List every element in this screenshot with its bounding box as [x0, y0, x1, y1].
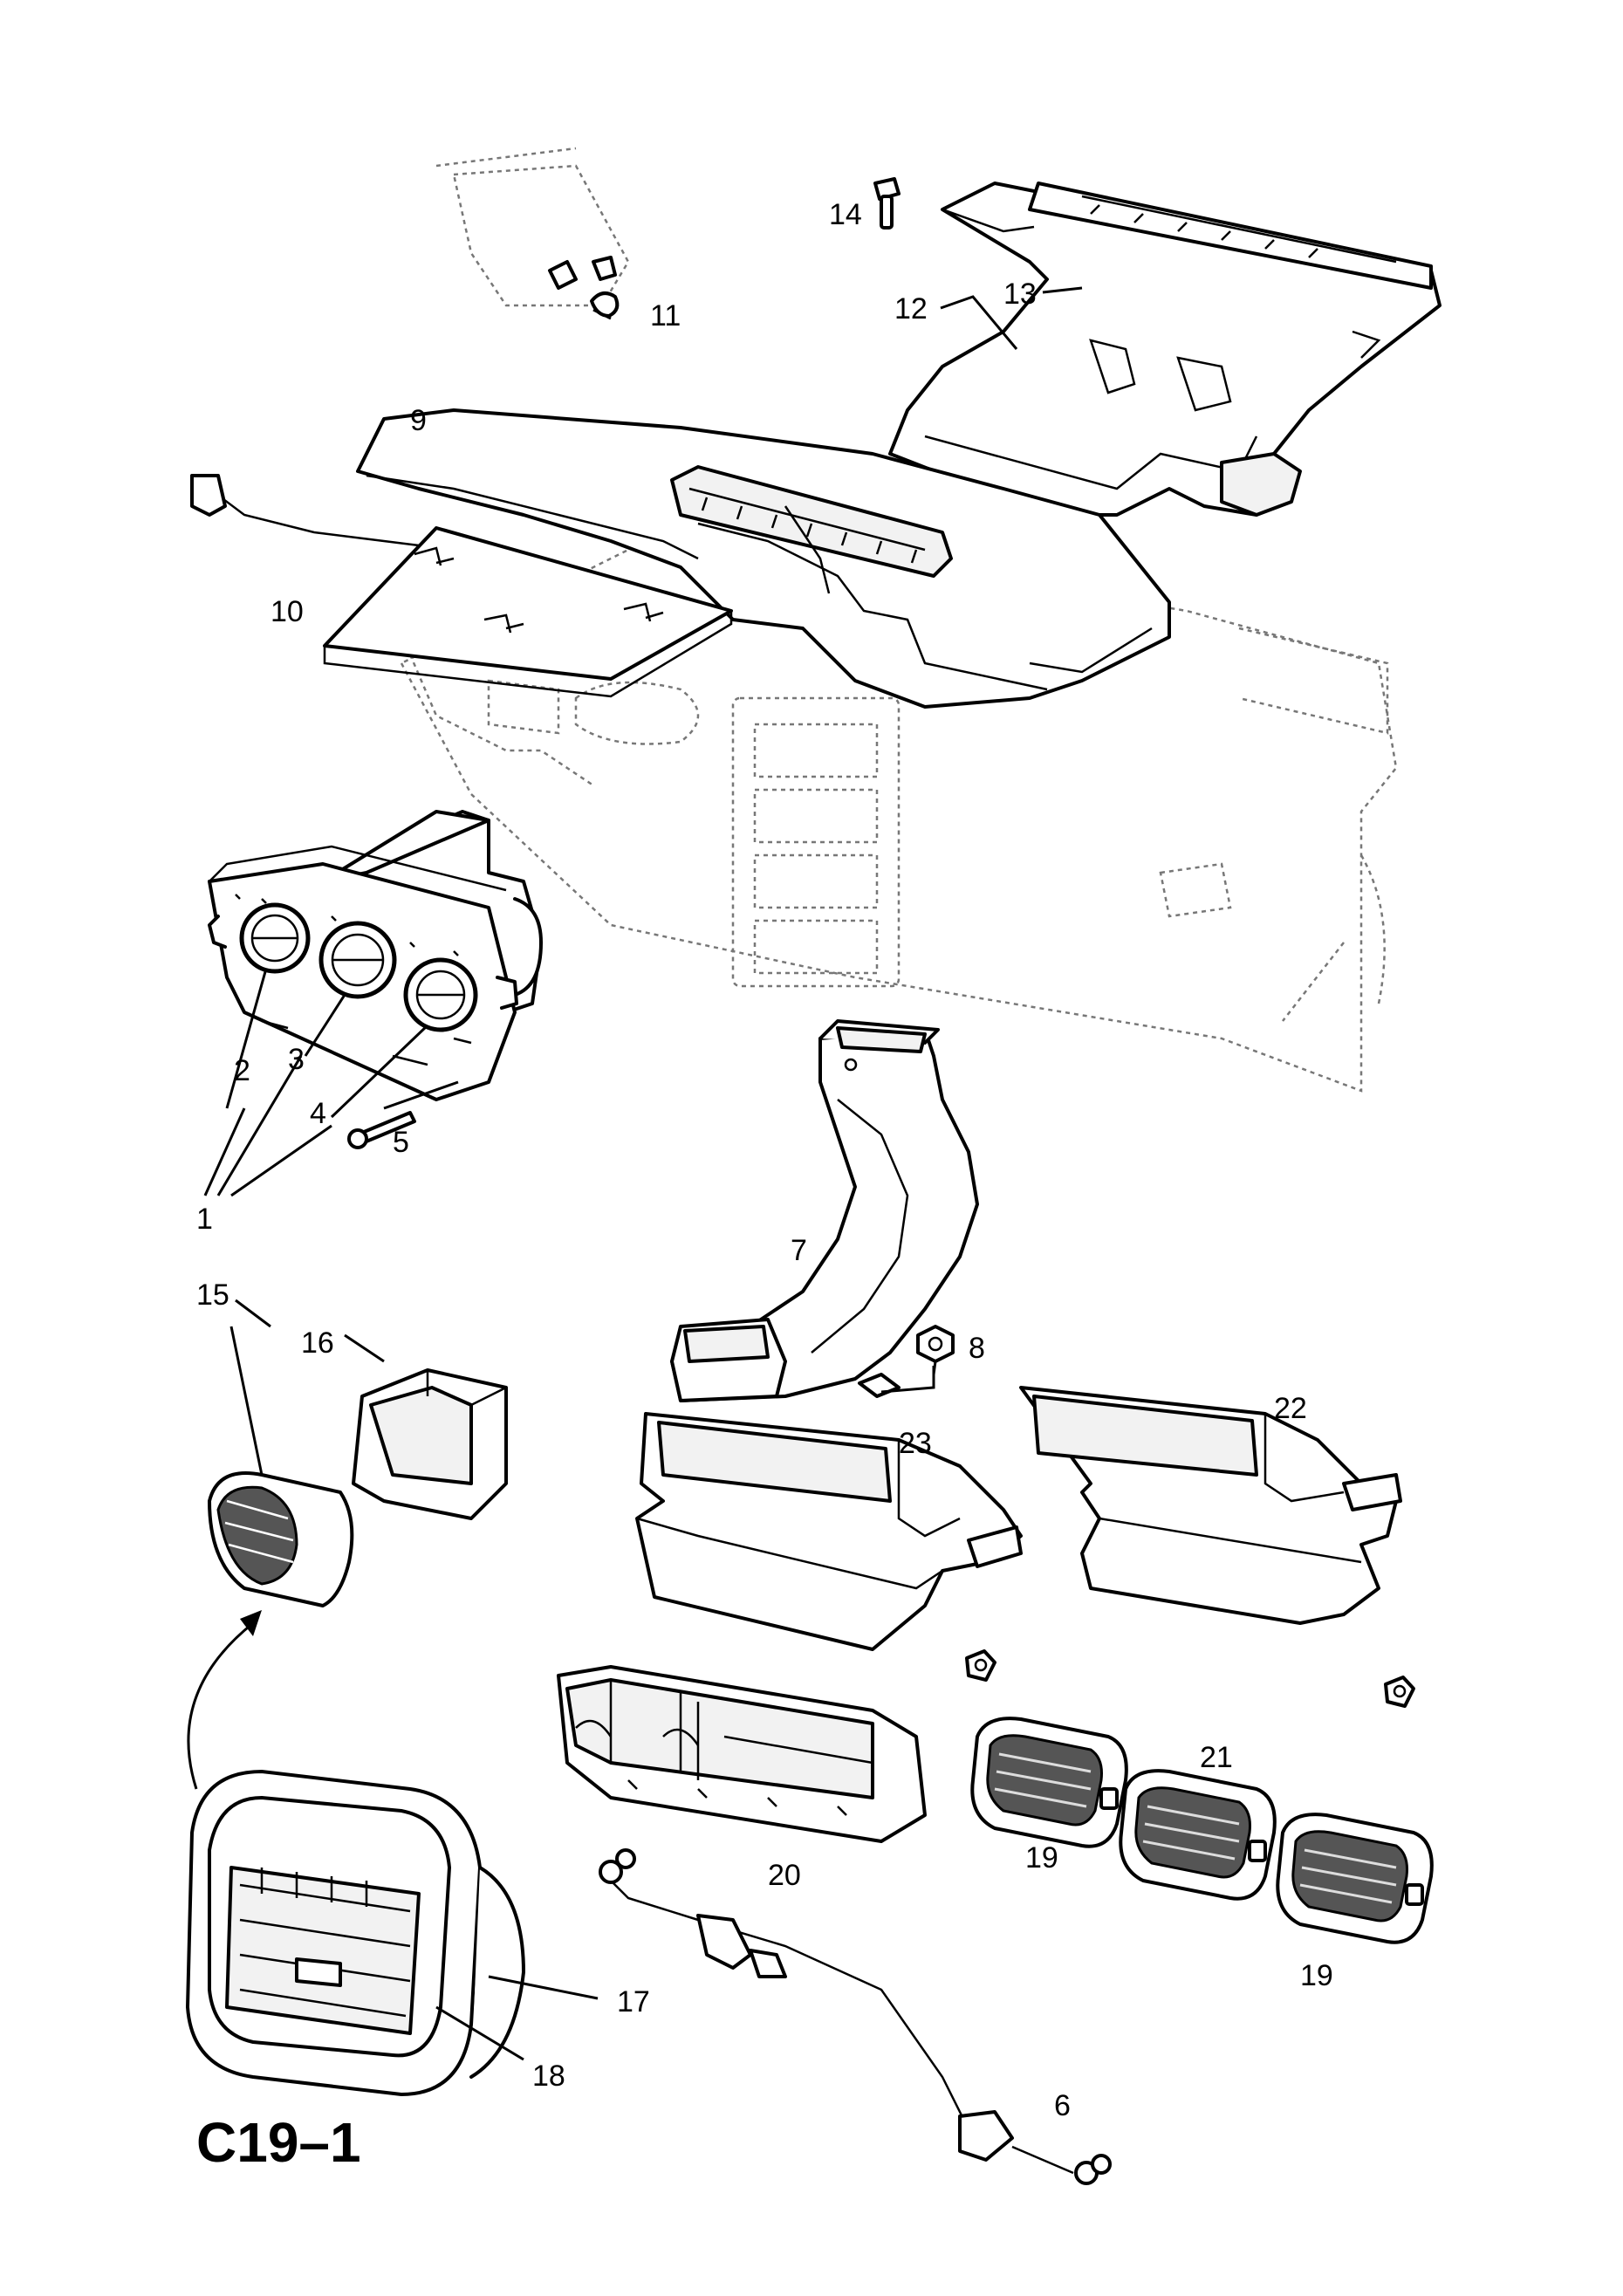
label-5: 5 — [393, 1126, 409, 1159]
label-19a: 19 — [1025, 1841, 1058, 1874]
part-18-side-vent — [186, 1770, 525, 2096]
label-3: 3 — [288, 1043, 305, 1076]
label-21: 21 — [1200, 1741, 1233, 1774]
leader-lines — [203, 286, 1083, 2061]
label-16: 16 — [301, 1326, 334, 1360]
direction-arrow — [187, 1610, 262, 1790]
part-5-screw — [347, 1111, 416, 1149]
part-9-dash-pad — [356, 408, 1171, 709]
part-15-round-vent — [208, 1471, 354, 1607]
label-4: 4 — [310, 1097, 326, 1130]
part-16-vent-housing — [352, 1368, 508, 1520]
part-22-duct — [1019, 1386, 1415, 1708]
label-6: 6 — [1054, 2089, 1071, 2122]
label-15: 15 — [196, 1278, 229, 1312]
part-1-heater-control — [208, 810, 543, 1101]
part-labels: 1 2 3 4 5 6 7 8 9 10 11 12 13 14 15 16 1… — [196, 198, 1333, 2174]
dashboard-ghost — [400, 531, 1398, 1093]
label-14: 14 — [829, 198, 862, 231]
part-20-vent-housing — [557, 1665, 927, 1843]
part-7-duct — [670, 1019, 979, 1402]
label-20: 20 — [768, 1859, 801, 1892]
part-14-bolt — [873, 177, 901, 230]
part-11-clip — [435, 147, 630, 318]
label-1: 1 — [196, 1203, 213, 1236]
label-7: 7 — [791, 1234, 807, 1267]
part-10-panel — [190, 474, 733, 698]
part-8-nut — [858, 1325, 955, 1398]
part-12-defrost-duct — [888, 182, 1442, 517]
label-22: 22 — [1274, 1392, 1307, 1425]
label-2: 2 — [234, 1054, 250, 1087]
label-13: 13 — [1003, 278, 1037, 311]
part-19-vent-b — [1276, 1813, 1434, 1944]
label-10: 10 — [270, 595, 304, 628]
label-8: 8 — [969, 1332, 985, 1365]
diagram-code: C19–1 — [196, 2111, 361, 2174]
label-17: 17 — [617, 1985, 650, 2018]
label-23: 23 — [899, 1427, 932, 1460]
label-11: 11 — [650, 299, 681, 332]
label-12: 12 — [894, 292, 928, 326]
label-18: 18 — [532, 2060, 565, 2093]
label-19b: 19 — [1300, 1959, 1333, 1992]
label-9: 9 — [410, 404, 427, 437]
part-19-vent-a — [970, 1717, 1128, 1848]
part-6-cable — [599, 1848, 1112, 2185]
part-23-duct — [635, 1412, 1023, 1682]
part-21-vent — [1119, 1769, 1277, 1901]
